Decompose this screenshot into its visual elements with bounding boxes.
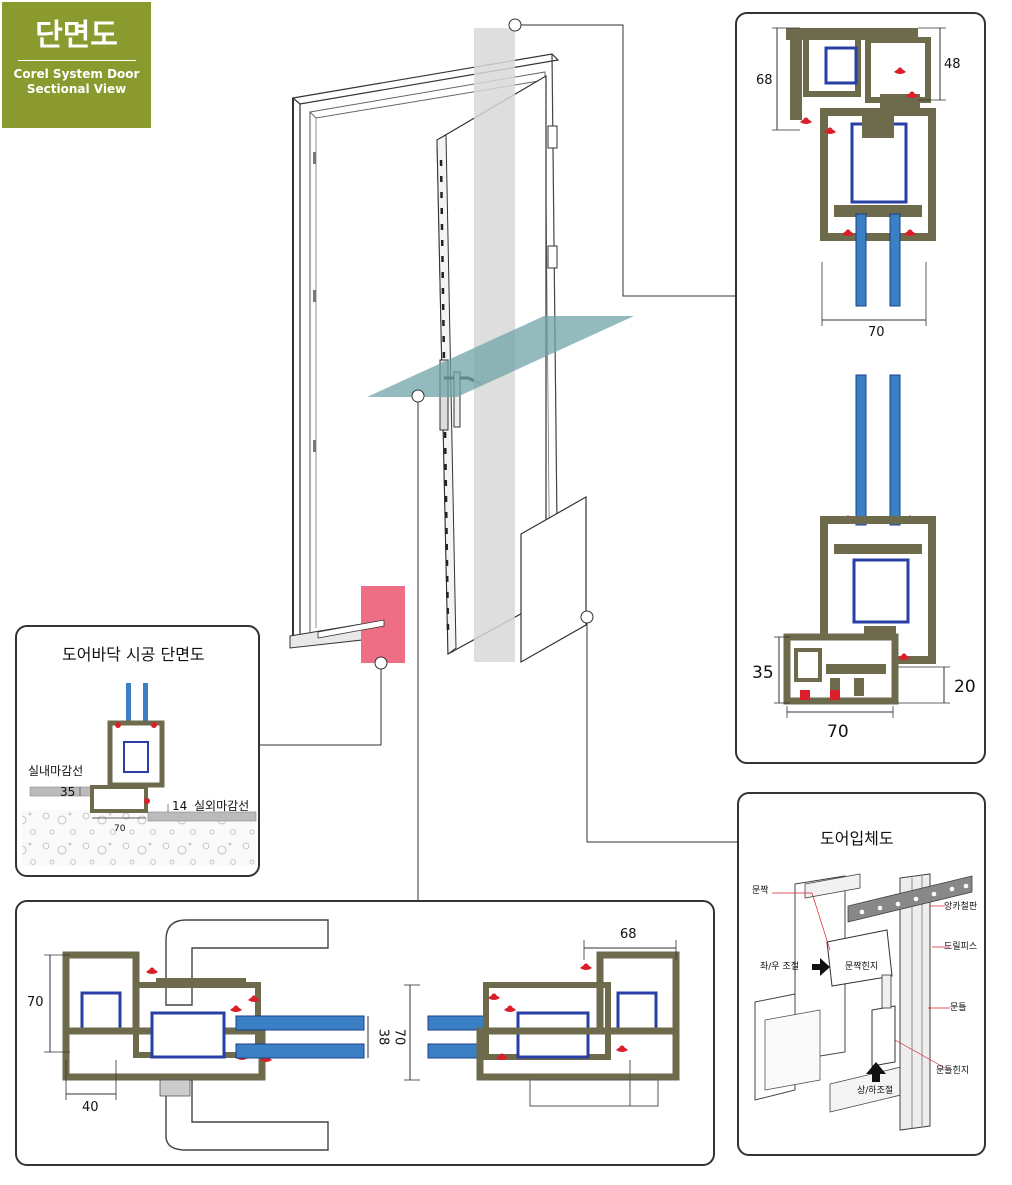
- label-frame: 문틀: [950, 1003, 967, 1013]
- badge-subtitle-2: Sectional View: [26, 82, 127, 96]
- badge-divider: [17, 60, 136, 61]
- hs-dim-mid-38: 38: [375, 1028, 391, 1046]
- horizontal-section-drawing: [44, 919, 680, 1151]
- dim-bottom-right: 20: [954, 677, 976, 697]
- vertical-section-top: [772, 27, 946, 326]
- badge-subtitle-1: Corel System Door: [13, 67, 140, 81]
- vertical-section-bottom: [774, 374, 950, 718]
- dim-bottom-left: 35: [752, 663, 774, 683]
- dim-bottom-width: 70: [827, 722, 849, 742]
- label-drill-screw: 드릴피스: [944, 942, 978, 952]
- floor-construction-panel: [15, 625, 260, 877]
- horizontal-section-panel: [15, 900, 715, 1166]
- floor-dim-70: 70: [114, 824, 126, 834]
- isometric-hinge-drawing: [754, 873, 973, 1131]
- hs-dim-left-40: 40: [82, 1100, 99, 1115]
- floor-section-drawing: [22, 683, 257, 866]
- door-perspective: [289, 28, 634, 664]
- floor-dim-14: 14: [172, 799, 188, 813]
- hs-dim-left-70: 70: [27, 995, 44, 1010]
- dim-top-width: 70: [868, 325, 885, 340]
- hs-dim-right-68: 68: [620, 927, 637, 942]
- floor-dim-35: 35: [60, 785, 76, 799]
- label-frame-hinge: 문틀힌지: [936, 1066, 970, 1076]
- callout-lines: [259, 18, 737, 902]
- vertical-section-panel: [735, 12, 986, 764]
- section-badge: 단면도 Corel System Door Sectional View: [2, 2, 151, 128]
- floor-panel-title: 도어바닥 시공 단면도: [62, 645, 205, 664]
- isometric-panel-title: 도어입체도: [820, 829, 894, 848]
- label-door-leaf: 문짝: [752, 886, 769, 896]
- badge-title: 단면도: [35, 18, 118, 53]
- label-leaf-hinge: 문짝힌지: [845, 962, 879, 972]
- dim-top-left: 68: [756, 73, 773, 88]
- label-anchor-plate: 앙카철판: [944, 902, 978, 912]
- label-ud-adjust: 상/하조절: [857, 1086, 894, 1096]
- indoor-finish-line-label: 실내마감선: [28, 764, 84, 778]
- outdoor-finish-line-label: 실외마감선: [194, 799, 250, 813]
- hs-dim-mid-70: 70: [391, 1028, 407, 1046]
- label-lr-adjust: 좌/우 조절: [760, 962, 800, 972]
- isometric-panel: [737, 792, 986, 1156]
- dim-top-right: 48: [944, 57, 961, 72]
